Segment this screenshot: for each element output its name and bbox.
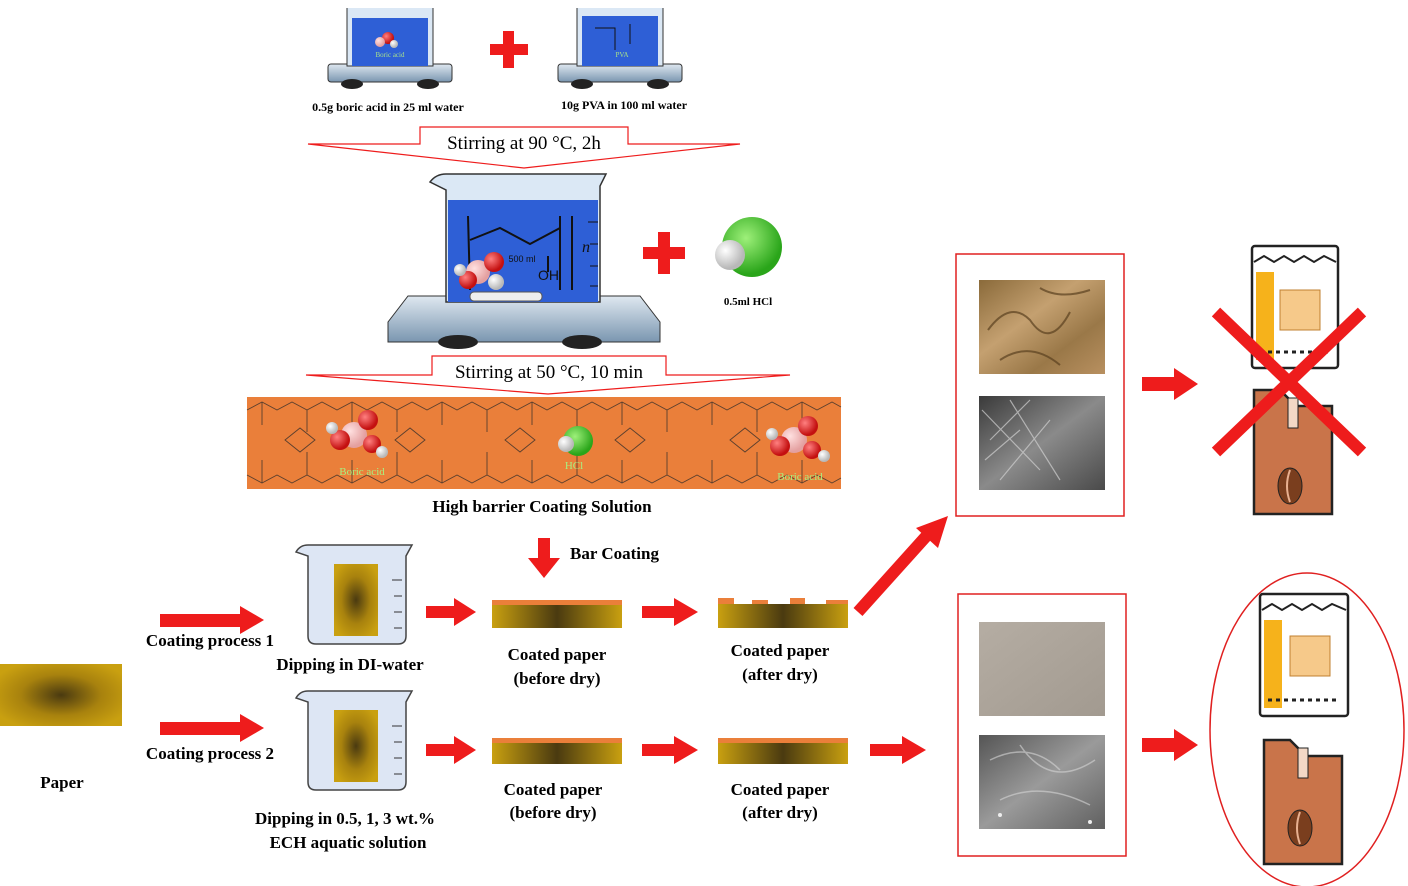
stirrer-icon — [387, 295, 661, 349]
coated-paper-strip — [492, 738, 622, 764]
beaker-icon — [294, 544, 414, 645]
beaker-pva-label: PVA — [615, 51, 628, 59]
stir-arrow-2 — [305, 355, 791, 395]
result-box-pass — [957, 593, 1127, 857]
bar-coating-label: Bar Coating — [570, 544, 659, 563]
boric-caption: 0.5g boric acid in 25 ml water — [312, 100, 464, 114]
beaker-icon — [294, 690, 414, 791]
coated-paper-strip — [718, 738, 848, 764]
arrow-icon — [1142, 368, 1198, 400]
coated-paper-strip-cracked — [718, 598, 848, 628]
sem-pass — [979, 735, 1105, 829]
coated4-line2: (after dry) — [742, 803, 818, 822]
stirrer-icon — [557, 63, 683, 89]
hcl-molecule-icon — [558, 426, 593, 456]
beaker-big-icon: n OH — [428, 173, 608, 303]
coated1-line2: (before dry) — [513, 669, 600, 688]
process2-label: Coating process 2 — [146, 744, 274, 763]
big-beaker-volume: 500 ml — [508, 254, 535, 264]
beaker-boric-label: Boric acid — [376, 51, 405, 59]
stir-label-2: Stirring at 50 °C, 10 min — [455, 362, 644, 383]
coated-paper-strip — [492, 600, 622, 628]
sem-fail — [979, 396, 1105, 490]
paper-sample — [0, 664, 122, 726]
arrow-icon — [853, 516, 948, 617]
arrow-icon — [160, 606, 264, 634]
band-left-label: Boric acid — [339, 466, 385, 478]
snack-bag-icon — [1250, 244, 1340, 370]
stir-label-1: Stirring at 90 °C, 2h — [447, 133, 601, 154]
arrow-icon — [528, 538, 560, 578]
dip2-label-line2: ECH aquatic solution — [270, 833, 427, 852]
band-right-label: Boric acid — [777, 471, 823, 483]
beaker-boric-icon — [346, 8, 434, 67]
paper-label: Paper — [40, 773, 84, 792]
coating-solution-caption: High barrier Coating Solution — [432, 497, 652, 516]
molecule-icon — [326, 410, 388, 458]
svg-text:n: n — [582, 239, 590, 256]
arrow-icon — [426, 598, 476, 626]
hcl-molecule-icon — [715, 217, 782, 277]
plus-icon — [490, 31, 528, 68]
coated2-line2: (after dry) — [742, 665, 818, 684]
arrow-icon — [642, 736, 698, 764]
arrow-icon — [642, 598, 698, 626]
photo-fail — [979, 280, 1105, 374]
coated3-line1: Coated paper — [504, 780, 603, 799]
dip2-label-line1: Dipping in 0.5, 1, 3 wt.% — [255, 809, 435, 828]
beaker-pva-icon — [576, 8, 664, 67]
coated3-line2: (before dry) — [509, 803, 596, 822]
molecule-icon — [454, 252, 504, 290]
hcl-caption: 0.5ml HCl — [724, 296, 772, 308]
stir-arrow-1 — [307, 126, 741, 169]
arrow-icon — [1142, 729, 1198, 761]
cross-icon — [1211, 307, 1367, 457]
coated1-line1: Coated paper — [508, 645, 607, 664]
arrow-icon — [426, 736, 476, 764]
stirrer-icon — [327, 63, 453, 89]
snack-bag-icon — [1258, 592, 1350, 718]
coffee-bag-icon — [1262, 738, 1344, 866]
arrow-icon — [870, 736, 926, 764]
result-box-fail — [955, 253, 1125, 517]
coated4-line1: Coated paper — [731, 780, 830, 799]
pva-caption: 10g PVA in 100 ml water — [561, 98, 688, 112]
process1-label: Coating process 1 — [146, 631, 274, 650]
svg-text:OH: OH — [538, 267, 559, 283]
photo-pass — [979, 622, 1105, 716]
arrow-icon — [160, 714, 264, 742]
coffee-bag-icon — [1252, 388, 1334, 516]
plus-icon — [643, 232, 685, 274]
dip1-label: Dipping in DI-water — [276, 655, 424, 674]
pass-oval — [1209, 572, 1405, 886]
molecule-icon — [766, 416, 830, 462]
band-center-label: HCl — [565, 460, 583, 472]
coated2-line1: Coated paper — [731, 641, 830, 660]
